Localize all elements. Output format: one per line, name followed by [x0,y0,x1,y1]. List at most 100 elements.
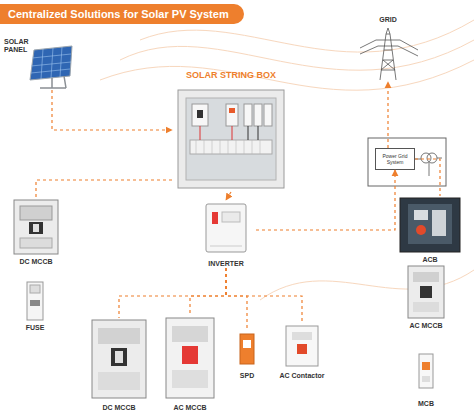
string-box-illustration-part [190,140,272,154]
ac-mccb-bottom-illustration-part [182,346,198,364]
component-label: AC Contactor [274,372,330,380]
dc-mccb-bottom-illustration-part [115,351,123,363]
component-label: INVERTER [196,260,256,268]
spd-illustration-part [243,340,251,348]
string-box-illustration-part [197,110,203,118]
power-grid-enclosure-part [421,153,431,163]
acb: ACB [396,196,464,264]
dc-mccb-bottom-illustration-part [111,348,127,366]
ac-mccb-bottom-illustration-part [172,370,208,388]
grid-tower-illustration-part [360,40,418,56]
dashed-connector [119,268,226,318]
component-label: Power Grid System [376,153,414,165]
solar-panel-illustration-part [31,47,71,79]
string-box-illustration-part [196,140,260,154]
background-curves-part [100,60,474,90]
dashed-connector [52,90,172,130]
dashed-connector [226,268,247,330]
string-box-illustration-part [264,104,272,126]
component-label: SOLAR STRING BOX [172,70,290,80]
ac-mccb-right-illustration-part [420,286,432,298]
solar-panel-illustration [30,46,72,88]
dashed-connector [226,192,231,200]
acb-illustration-part [414,210,428,220]
component-label: MCB [406,400,446,408]
string-box-illustration-part [244,104,252,126]
fuse-illustration-part [30,300,40,306]
string-box-illustration-part [200,126,232,140]
inverter: INVERTER [196,200,256,268]
dc-mccb-bottom-illustration-part [98,372,140,390]
power-grid-enclosure-part [368,138,446,186]
ac-mccb-bottom-illustration-part [172,326,208,342]
fuse-illustration-part [30,285,40,293]
dc-mccb-left-illustration-part [20,238,52,248]
background-curves-part [120,40,474,70]
background-curves-part [140,20,474,52]
component-label: GRID [356,16,420,24]
string-box-illustration-part [229,108,235,113]
ac-mccb-right-illustration [408,266,444,318]
component-label: SPD [230,372,264,380]
mcb-illustration [419,354,433,388]
string-box-illustration-part [192,104,208,126]
solar-panel-illustration-part [40,76,66,88]
acb-illustration-part [432,210,446,236]
ac-contactor-illustration-part [286,326,318,366]
dc-mccb-left-illustration-part [29,222,43,234]
ac-contactor-illustration-part [297,344,307,354]
spd: SPD [230,330,264,380]
ac-contactor-illustration [286,326,318,366]
grid-tower-illustration [360,28,418,80]
mcb-illustration-part [422,376,430,382]
ac-mccb-right-illustration-part [413,302,439,312]
dashed-connector [36,180,172,198]
dashed-connector [415,159,440,196]
background-curves [100,20,474,300]
dc-mccb-bottom-illustration-part [98,328,140,344]
string-box-illustration-part [186,98,276,180]
dc-mccb-bottom-illustration-part [92,320,146,398]
component-label: SOLAR PANEL [4,38,38,54]
dc-mccb-left-illustration-part [20,206,52,220]
grid-tower: GRID [356,16,420,82]
grid-tower-illustration-part [380,34,396,80]
dc-mccb-bottom-illustration [92,320,146,398]
ac-contactor-illustration-part [292,332,312,340]
component-label: AC MCCB [396,322,456,330]
dashed-connector [226,268,302,322]
acb-illustration-part [416,225,426,235]
ac-mccb: AC MCCB [396,264,456,330]
mcb: MCB [406,350,446,408]
component-label: DC MCCB [6,258,66,266]
acb-illustration [400,198,460,252]
acb-illustration-part [400,198,460,252]
power-grid-enclosure-part [415,158,442,176]
title-banner: Centralized Solutions for Solar PV Syste… [0,4,244,24]
power-grid-enclosure [368,138,446,186]
ac-mccb-bottom-illustration [166,318,214,398]
dashed-connector [190,268,226,316]
string-box-illustration-part [178,90,284,188]
string-box: SOLAR STRING BOX [172,70,290,192]
fuse-illustration [27,282,43,320]
ac-mccb-right-illustration-part [408,266,444,318]
component-label: ACB [396,256,464,264]
component-label: DC MCCB [86,404,152,412]
dashed-connector [387,82,388,148]
solar-panel-illustration-part [30,46,72,80]
spd-illustration-part [240,334,254,364]
inverter-illustration-part [210,246,242,247]
string-box-illustration [178,90,284,188]
mcb-illustration-part [419,354,433,388]
dc-mccb: DC MCCB [86,318,152,412]
fuse: FUSE [18,280,52,332]
dc-mccb-left-illustration-part [33,224,39,232]
dc-mccb: DC MCCB [6,198,66,266]
dashed-connector [256,170,395,230]
component-label: FUSE [18,324,52,332]
ac-mccb: AC MCCB [158,316,222,412]
